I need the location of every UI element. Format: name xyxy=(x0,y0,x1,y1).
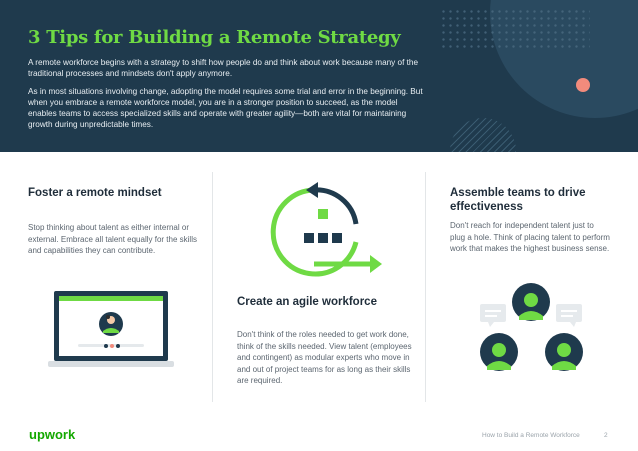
column-divider xyxy=(425,172,426,402)
decorative-coral-dot xyxy=(576,78,590,92)
tip-1-title: Foster a remote mindset xyxy=(28,187,162,199)
decorative-dot-grid xyxy=(440,8,590,48)
tip-2-text: Don't think of the roles needed to get w… xyxy=(237,330,412,385)
tip-3-text: Don't reach for independent talent just … xyxy=(450,221,610,253)
tip-2: Create an agile workforce Don't think of… xyxy=(237,295,412,387)
tip-3-title: Assemble teams to drive effectiveness xyxy=(450,187,586,213)
intro-paragraph: A remote workforce begins with a strateg… xyxy=(28,58,419,78)
decorative-hatch-circle xyxy=(450,118,516,152)
column-divider xyxy=(212,172,213,402)
hero-banner: 3 Tips for Building a Remote Strategy A … xyxy=(0,0,638,152)
team-chat-icon xyxy=(480,283,583,371)
agile-cycle-icon xyxy=(270,182,382,277)
tip-1-text: Stop thinking about talent as either int… xyxy=(28,223,197,255)
page-title: 3 Tips for Building a Remote Strategy xyxy=(28,27,401,48)
tip-3: Assemble teams to drive effectiveness Do… xyxy=(450,172,610,255)
tip-1: Foster a remote mindset Stop thinking ab… xyxy=(28,172,198,257)
upwork-logo: upwork xyxy=(29,427,76,442)
tip-2-title: Create an agile workforce xyxy=(237,296,377,308)
laptop-video-call-icon xyxy=(48,291,174,367)
footer-doc-title: How to Build a Remote Workforce xyxy=(482,432,580,439)
intro-paragraph-2: As in most situations involving change, … xyxy=(28,87,423,129)
page-number: 2 xyxy=(604,432,608,439)
